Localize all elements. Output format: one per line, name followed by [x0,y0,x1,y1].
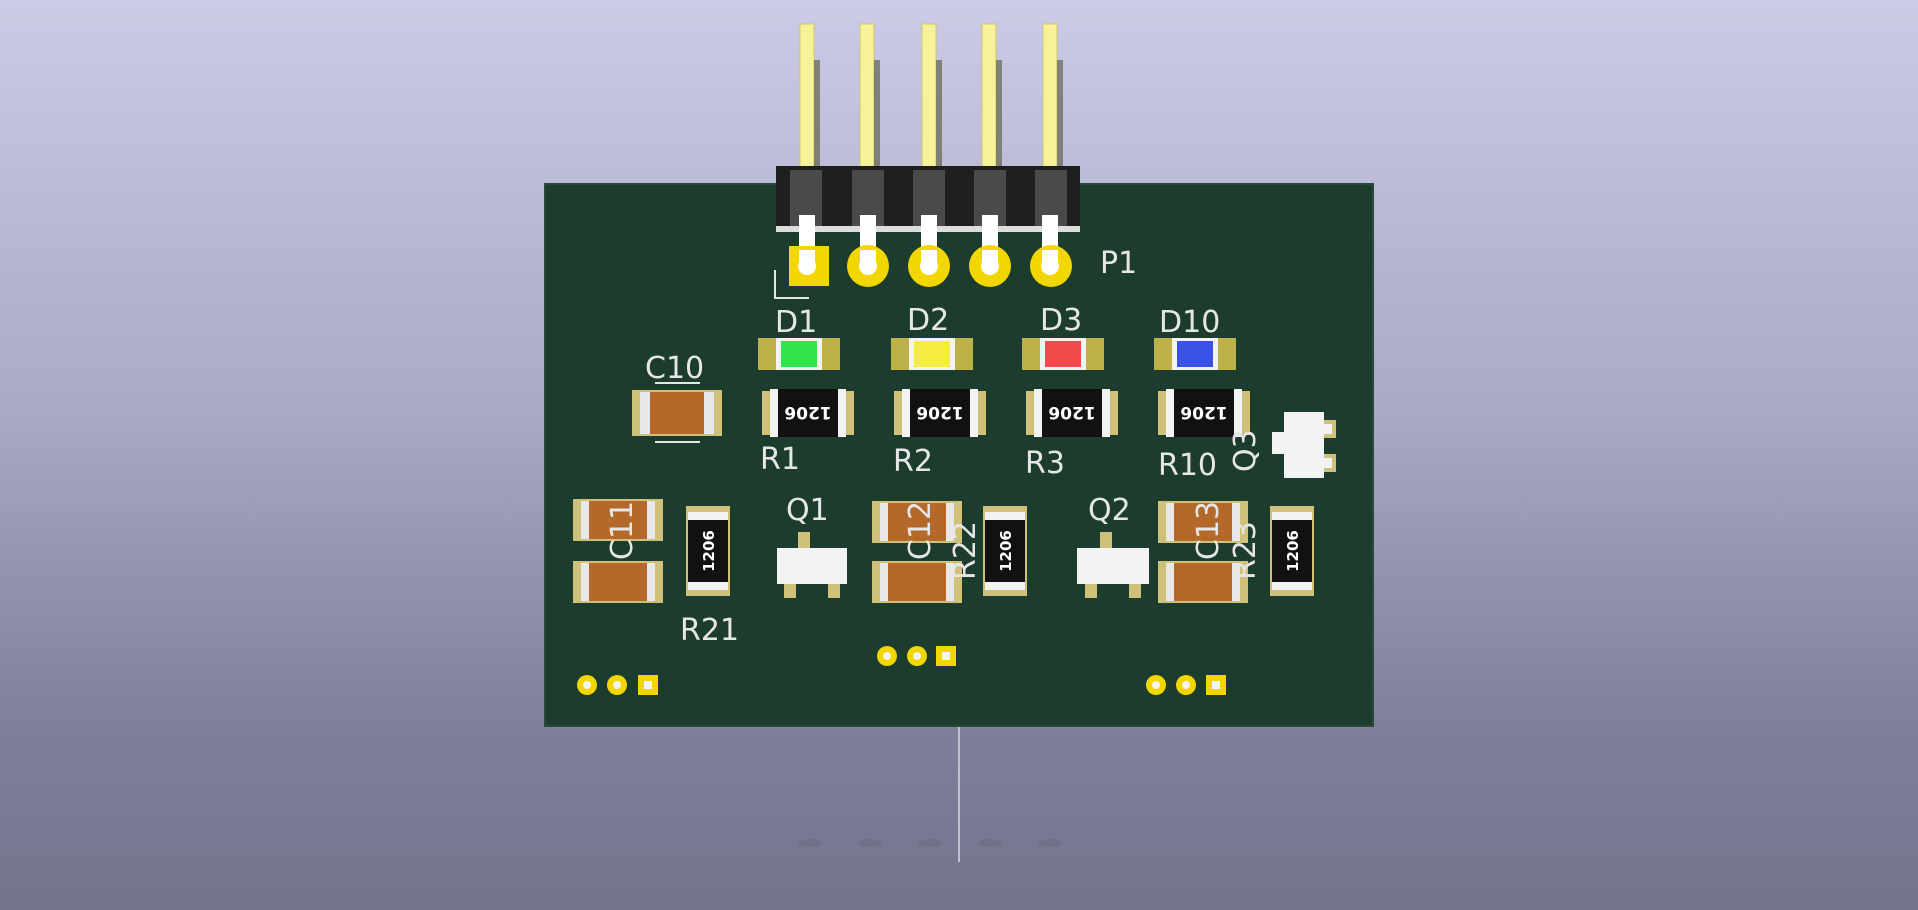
resistor-r23: 1206 [1270,506,1314,596]
ref-r2: R2 [893,444,933,479]
ref-p1: P1 [1100,246,1137,281]
resistor-r3: 1206 [1026,389,1118,437]
ref-r10: R10 [1158,448,1217,483]
svg-text:1206: 1206 [784,402,831,422]
led-d1-lens [781,341,817,367]
ref-q1: Q1 [786,493,829,528]
led-d10 [1154,338,1236,370]
header-pads [774,245,1072,299]
capacitor-c10 [632,382,722,443]
led-d3 [1022,338,1104,370]
transistor-q2 [1077,532,1149,598]
ref-q3: Q3 [1228,429,1263,472]
led-d2 [891,338,973,370]
resistor-r1: 1206 [762,389,854,437]
ref-d3: D3 [1040,303,1082,338]
ref-d2: D2 [907,303,949,338]
led-d3-lens [1045,341,1081,367]
ref-r22: R22 [948,521,983,580]
ref-q2: Q2 [1088,493,1131,528]
ref-d1: D1 [775,305,817,340]
ref-r21: R21 [680,613,739,648]
led-d2-lens [914,341,950,367]
capacitor-pair-right [1158,501,1248,603]
pcb-board[interactable] [544,183,1374,727]
led-row [758,338,1236,370]
transistor-q3 [1272,412,1336,478]
header-pin-shadows [798,839,1062,847]
ref-r23: R23 [1228,521,1263,580]
svg-text:1206: 1206 [916,402,963,422]
resistors-top: 1206 1206 1206 1206 [762,389,1250,437]
svg-text:1206: 1206 [997,530,1015,572]
ref-c12: C12 [903,501,938,560]
pin-header[interactable] [776,23,1080,265]
svg-text:1206: 1206 [1284,530,1302,572]
transistor-q1 [777,532,847,598]
svg-text:1206: 1206 [700,530,718,572]
pads-right [1146,675,1226,695]
capacitor-pair-left [573,499,663,603]
ref-c13: C13 [1191,501,1226,560]
led-d10-lens [1177,341,1213,367]
ref-r1: R1 [760,442,800,477]
svg-text:1206: 1206 [1048,402,1095,422]
resistor-r10: 1206 [1158,389,1250,437]
capacitor-pair-middle [872,501,962,603]
ref-c10: C10 [645,351,704,386]
resistor-r2: 1206 [894,389,986,437]
pads-left [577,675,658,695]
ref-r3: R3 [1025,446,1065,481]
ref-c11: C11 [605,501,640,560]
resistor-r21: 1206 [686,506,730,596]
led-d1 [758,338,840,370]
resistor-r22: 1206 [983,506,1027,596]
svg-text:1206: 1206 [1180,402,1227,422]
pads-middle [877,646,956,666]
ref-d10: D10 [1159,305,1220,340]
